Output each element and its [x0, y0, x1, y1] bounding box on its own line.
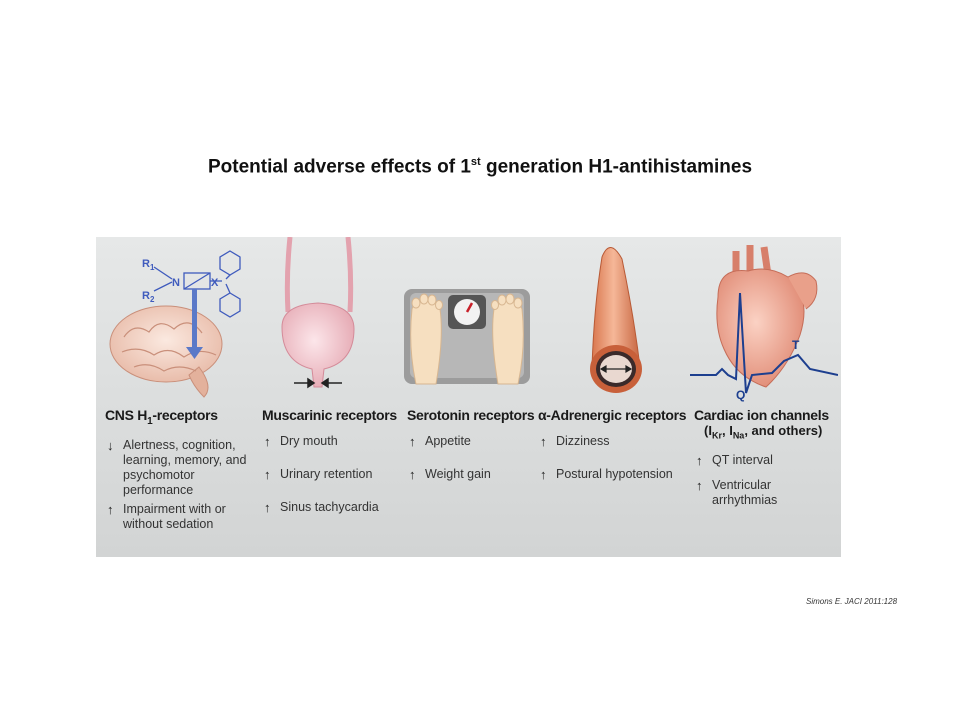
effect-item: ↑ Impairment with or without sedation [105, 502, 260, 532]
ecg-trace [690, 292, 838, 394]
effect-text: Sinus tachycardia [280, 500, 379, 514]
column-cardiac: Cardiac ion channels (IKr, INa, and othe… [694, 407, 834, 508]
effect-text: QT interval [712, 452, 773, 467]
brain-molecule-illustration: R1 R2 N X [109, 250, 241, 398]
effect-item: ↑ Postural hypotension [538, 467, 688, 482]
column-muscarinic: Muscarinic receptors ↑ Dry mouth ↑ Urinary… [262, 407, 397, 515]
column-alpha-adrenergic: α-Adrenergic receptors ↑ Dizziness ↑ Postu… [538, 407, 688, 482]
effect-item: ↑ Appetite [407, 434, 532, 449]
effect-item: ↑ Dizziness [538, 434, 688, 449]
effect-text: Impairment with or without sedation [123, 501, 226, 531]
bladder-illustration [281, 237, 355, 389]
up-arrow-icon: ↑ [264, 434, 271, 449]
blue-down-arrow [186, 289, 203, 359]
column-subtitle: (IKr, INa, and others) [704, 423, 823, 441]
heart-ecg-illustration: T Q [690, 245, 838, 402]
column-serotonin: Serotonin receptors ↑ Appetite ↑ Weight ga… [407, 407, 535, 482]
effect-text: Urinary retention [280, 467, 373, 481]
title-superscript: st [470, 156, 481, 168]
ecg-q-label: Q [736, 388, 745, 402]
effect-item: ↑ Sinus tachycardia [262, 500, 397, 515]
ecg-t-label: T [792, 338, 800, 352]
effect-text: Postural hypotension [556, 467, 673, 481]
effect-text: Weight gain [425, 467, 491, 481]
column-title: Serotonin receptors [407, 407, 535, 423]
up-arrow-icon: ↑ [696, 452, 703, 468]
vessel-illustration [590, 247, 642, 393]
adverse-effects-panel: R1 R2 N X [96, 237, 841, 557]
compression-arrows-icon [294, 377, 342, 389]
effect-item: ↑ Urinary retention [262, 467, 397, 482]
effect-text: Alertness, cognition, learning, memory, … [123, 437, 247, 497]
up-arrow-icon: ↑ [409, 434, 416, 449]
molecule-x-label: X [211, 277, 219, 289]
molecule-r2-label: R2 [142, 290, 155, 304]
heart-icon [716, 245, 818, 388]
up-arrow-icon: ↑ [540, 434, 547, 449]
up-arrow-icon: ↑ [540, 467, 547, 482]
effect-item: ↑ QT interval [694, 453, 834, 468]
column-title: CNS H1-receptors [105, 407, 218, 427]
citation: Simons E. JACI 2011:128 [806, 597, 898, 606]
effect-item: ↑ Dry mouth [262, 434, 397, 449]
blood-vessel-icon [590, 247, 642, 393]
up-arrow-icon: ↑ [264, 467, 271, 482]
effect-text: Ventricular arrhythmias [712, 477, 778, 507]
effect-text: Appetite [425, 434, 471, 448]
effect-text: Dizziness [556, 434, 610, 448]
up-arrow-icon: ↑ [264, 500, 271, 515]
effect-item: ↑ Weight gain [407, 467, 532, 482]
down-arrow-icon: ↓ [107, 437, 114, 453]
column-cns-h1: CNS H1-receptors ↓ Alertness, cognition, … [105, 407, 260, 532]
column-title: Cardiac ion channels [694, 407, 829, 423]
column-title: α-Adrenergic receptors [538, 407, 687, 423]
molecule-n-label: N [172, 277, 180, 289]
scale-illustration [404, 289, 530, 385]
bladder-icon [281, 237, 355, 388]
up-arrow-icon: ↑ [409, 467, 416, 482]
feet-icon [410, 293, 524, 385]
molecule-r1-label: R1 [142, 258, 155, 272]
up-arrow-icon: ↑ [696, 477, 703, 493]
slide-title: Potential adverse effects of 1st generat… [0, 156, 960, 178]
effect-item: ↓ Alertness, cognition, learning, memory,… [105, 438, 260, 498]
effect-item: ↑ Ventricular arrhythmias [694, 478, 797, 508]
brain-icon [109, 305, 223, 398]
column-title: Muscarinic receptors [262, 407, 397, 423]
dilation-arrow-icon [599, 364, 633, 374]
effect-text: Dry mouth [280, 434, 338, 448]
title-text: Potential adverse effects of 1 [207, 156, 471, 178]
title-rest: generation H1-antihistamines [480, 156, 753, 178]
up-arrow-icon: ↑ [107, 501, 114, 517]
